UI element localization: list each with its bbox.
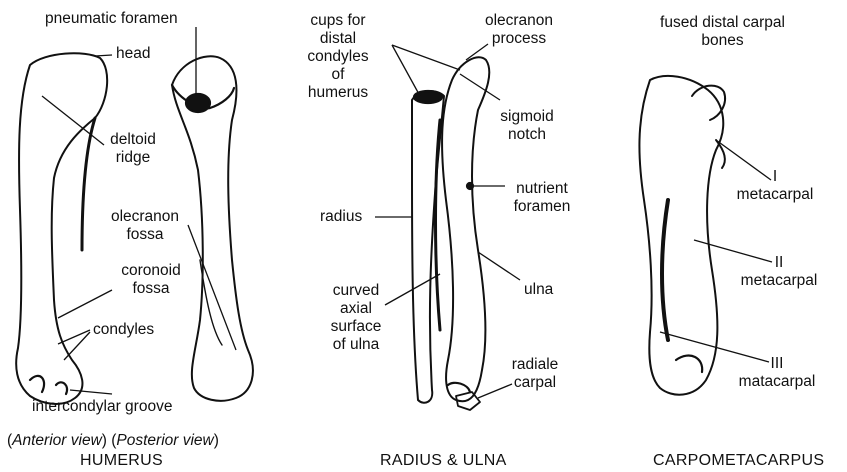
leader-olecranon-fossa xyxy=(188,225,236,350)
label-cups-line3: condyles xyxy=(304,48,372,66)
humerus-view-caption: (Anterior view) (Posterior view) xyxy=(7,432,219,450)
label-radiale-carpal: radiale carpal xyxy=(500,356,570,392)
label-metacarpal-3: III matacarpal xyxy=(732,355,822,391)
leader-head xyxy=(95,55,112,56)
label-curved-axial-line1: curved xyxy=(325,282,387,300)
label-coronoid-fossa-line1: coronoid xyxy=(112,262,190,280)
label-metacarpal-1: I metacarpal xyxy=(730,168,820,204)
label-fused-distal-line2: bones xyxy=(640,32,805,50)
label-olecranon-fossa: olecranon fossa xyxy=(104,208,186,244)
label-metacarpal-1-text: metacarpal xyxy=(730,186,820,204)
radius-ulna-title: RADIUS & ULNA xyxy=(380,452,507,470)
label-nutrient-foramen-line2: foramen xyxy=(504,198,580,216)
label-metacarpal-2: II metacarpal xyxy=(734,254,824,290)
label-metacarpal-3-numeral: III xyxy=(732,355,822,373)
carpometacarpus-title: CARPOMETACARPUS xyxy=(653,452,824,470)
label-metacarpal-3-text: matacarpal xyxy=(732,373,822,391)
label-fused-distal-line1: fused distal carpal xyxy=(640,14,805,32)
label-radiale-carpal-line1: radiale xyxy=(500,356,570,374)
label-sigmoid-notch-line2: notch xyxy=(492,126,562,144)
label-deltoid-ridge-line2: ridge xyxy=(98,149,168,167)
leader-cups-1 xyxy=(392,45,420,96)
label-metacarpal-2-text: metacarpal xyxy=(734,272,824,290)
label-head: head xyxy=(116,45,150,63)
anterior-view-text: Anterior view xyxy=(12,432,102,449)
label-cups-line1: cups for xyxy=(304,12,372,30)
label-olecranon-fossa-line2: fossa xyxy=(104,226,186,244)
label-deltoid-ridge-line1: deltoid xyxy=(98,131,168,149)
label-radius: radius xyxy=(320,208,362,226)
label-olecranon-process-line2: process xyxy=(478,30,560,48)
label-cups-for-distal-condyles: cups for distal condyles of humerus xyxy=(304,12,372,102)
label-metacarpal-1-numeral: I xyxy=(730,168,820,186)
leader-intercondylar-groove xyxy=(70,390,112,394)
label-condyles: condyles xyxy=(93,321,154,339)
radius-ulna-drawing xyxy=(412,57,489,410)
label-olecranon-process-line1: olecranon xyxy=(478,12,560,30)
label-curved-axial-line4: of ulna xyxy=(325,336,387,354)
label-curved-axial-line2: axial xyxy=(325,300,387,318)
label-deltoid-ridge: deltoid ridge xyxy=(98,131,168,167)
posterior-view-text: Posterior view xyxy=(116,432,213,449)
label-pneumatic-foramen: pneumatic foramen xyxy=(45,10,178,28)
label-ulna: ulna xyxy=(524,281,553,299)
label-curved-axial-line3: surface xyxy=(325,318,387,336)
humerus-anterior-drawing xyxy=(16,53,107,404)
label-nutrient-foramen-line1: nutrient xyxy=(504,180,580,198)
label-cups-line4: of xyxy=(304,66,372,84)
leader-ulna xyxy=(478,252,520,280)
label-coronoid-fossa: coronoid fossa xyxy=(112,262,190,298)
label-olecranon-process: olecranon process xyxy=(478,12,560,48)
leader-coronoid-fossa xyxy=(58,290,112,318)
humerus-title: HUMERUS xyxy=(80,452,163,470)
label-nutrient-foramen: nutrient foramen xyxy=(504,180,580,216)
label-metacarpal-2-numeral: II xyxy=(734,254,824,272)
label-cups-line5: humerus xyxy=(304,84,372,102)
leader-cups-2 xyxy=(392,45,460,70)
label-curved-axial-surface: curved axial surface of ulna xyxy=(325,282,387,354)
label-olecranon-fossa-line1: olecranon xyxy=(104,208,186,226)
label-radiale-carpal-line2: carpal xyxy=(500,374,570,392)
label-sigmoid-notch: sigmoid notch xyxy=(492,108,562,144)
label-coronoid-fossa-line2: fossa xyxy=(112,280,190,298)
label-fused-distal-carpal-bones: fused distal carpal bones xyxy=(640,14,805,50)
label-sigmoid-notch-line1: sigmoid xyxy=(492,108,562,126)
leader-sigmoid-notch xyxy=(460,74,500,100)
label-intercondylar-groove: intercondylar groove xyxy=(32,398,172,416)
label-cups-line2: distal xyxy=(304,30,372,48)
